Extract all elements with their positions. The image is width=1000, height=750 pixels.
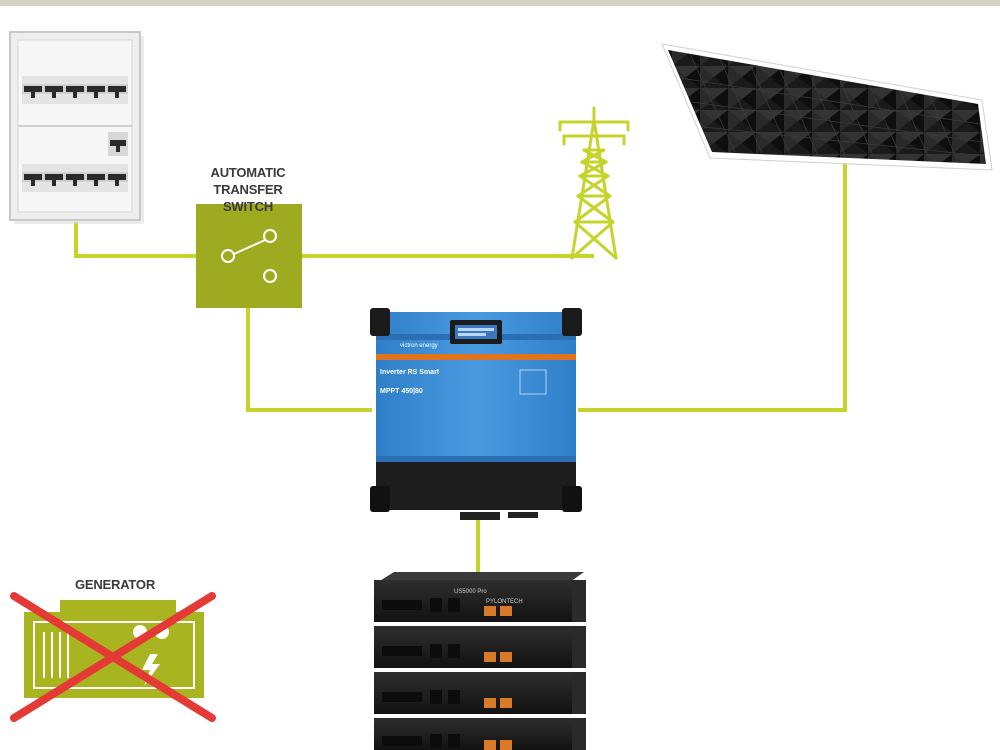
battery-module-4	[374, 718, 586, 750]
transfer-switch	[196, 204, 302, 308]
battery-module-2	[374, 626, 586, 668]
inverter: victron energy Inverter RS Smart MPPT 45…	[370, 308, 582, 520]
transfer-switch-label-line2: TRANSFER SWITCH	[213, 182, 283, 214]
battery-model-label: US5000 Pro	[454, 589, 487, 595]
battery-stack: US5000 Pro PYLONTECH	[374, 572, 586, 750]
inverter-model-line1: Inverter RS Smart	[380, 369, 440, 376]
generator-icon	[10, 592, 216, 722]
battery-module-3	[374, 672, 586, 714]
wire-panel-to-switch	[74, 222, 196, 258]
solar-panel	[661, 43, 993, 171]
grid-pylon-icon	[558, 106, 630, 260]
battery-brand-label: PYLONTECH	[486, 599, 523, 605]
top-divider	[0, 0, 1000, 6]
transfer-switch-label-line1: AUTOMATIC	[210, 165, 286, 180]
generator-label: GENERATOR	[74, 577, 156, 592]
wiring	[74, 160, 847, 572]
wire-inverter-to-solar	[578, 160, 847, 412]
breaker-single	[108, 132, 128, 156]
transfer-switch-label: AUTOMATIC TRANSFER SWITCH	[188, 164, 308, 215]
distribution-panel	[9, 31, 144, 224]
breaker-row-1	[22, 76, 128, 104]
breaker-row-2	[22, 164, 128, 192]
inverter-brand: victron energy	[400, 343, 438, 349]
battery-module-1: US5000 Pro PYLONTECH	[374, 572, 586, 622]
wire-switch-to-inverter	[246, 308, 372, 412]
inverter-model-line2: MPPT 450|80	[380, 388, 423, 395]
switch-icon	[221, 229, 277, 283]
cross-line-2	[10, 592, 216, 722]
